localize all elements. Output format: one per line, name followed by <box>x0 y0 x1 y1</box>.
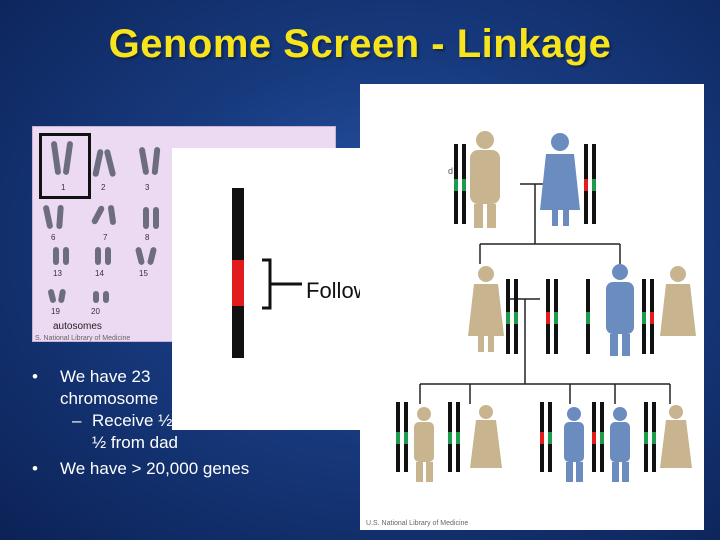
bullet-item-genes: • We have > 20,000 genes <box>28 458 358 480</box>
sub-bullet-text: Receive ½ from mom and <box>92 411 287 430</box>
chromosome <box>57 288 67 304</box>
sub-bullet-text: ½ from dad <box>92 433 178 452</box>
chromosome <box>153 207 159 229</box>
chromosome-1-highlight-box <box>39 133 91 199</box>
chromosome <box>93 291 99 303</box>
pedigree-credit: U.S. National Library of Medicine <box>366 520 469 527</box>
chromosome-number: 14 <box>95 269 104 278</box>
chromosome <box>56 204 64 230</box>
pedigree-lines <box>419 183 671 404</box>
bracket-icon <box>262 258 302 310</box>
chromosome <box>134 246 146 266</box>
chromosome-number: 15 <box>139 269 148 278</box>
bullet-text: We have > 20,000 genes <box>60 459 250 478</box>
pedigree-text-fragment: d <box>448 166 454 176</box>
chromosome <box>107 204 117 226</box>
child-male <box>564 407 584 482</box>
chromosome <box>105 247 111 265</box>
bullet-text: chromosome <box>60 389 159 408</box>
chromosome-number: 20 <box>91 307 100 316</box>
chromosome-number: 6 <box>51 233 56 242</box>
chromosome-number: 2 <box>101 183 106 192</box>
chromosome <box>53 247 59 265</box>
chromosome-pair <box>506 279 654 354</box>
chromosome-number: 7 <box>103 233 108 242</box>
parent-male <box>606 264 634 356</box>
bullet-icon: • <box>32 367 38 386</box>
karyotype-credit: S. National Library of Medicine <box>35 335 131 342</box>
chromosome-pair <box>584 144 596 224</box>
slide-title: Genome Screen - Linkage <box>108 22 612 66</box>
chromosome <box>95 247 101 265</box>
chromosome <box>90 204 106 226</box>
bullet-text: We have 23 <box>60 367 151 386</box>
chromosome <box>92 148 104 178</box>
chromosome-pair <box>454 144 466 224</box>
chromosome <box>103 291 109 303</box>
chromosome <box>146 246 158 266</box>
grandfather <box>470 131 500 228</box>
chromosome <box>138 146 150 176</box>
parent-female <box>660 266 696 336</box>
child-male <box>610 407 630 482</box>
chromosome <box>151 146 161 176</box>
chromosome-pair <box>396 402 656 472</box>
grandmother <box>540 133 580 226</box>
dash-icon: – <box>72 411 82 430</box>
chromosome <box>103 148 117 178</box>
bullet-icon: • <box>32 459 38 478</box>
sub-bullet-item: – Receive ½ from mom and ½ from dad <box>28 410 358 454</box>
parent-female <box>468 266 504 352</box>
child-female <box>660 405 692 468</box>
autosomes-label: autosomes <box>53 321 102 332</box>
chromosome-number: 19 <box>51 307 60 316</box>
bullet-list: • We have 23 chromosome – Receive ½ from… <box>28 366 358 480</box>
chromosome-number: 13 <box>53 269 62 278</box>
chromosome <box>42 204 54 230</box>
chromosome <box>143 207 149 229</box>
chromosome <box>63 247 69 265</box>
chromosome-number: 3 <box>145 183 150 192</box>
bullet-item-chromosomes: • We have 23 chromosome <box>28 366 358 410</box>
chromosome <box>47 288 57 304</box>
linked-region-highlight <box>232 260 244 306</box>
pedigree-diagram <box>396 131 696 482</box>
child-male <box>414 407 434 482</box>
chromosome-number: 8 <box>145 233 150 242</box>
chromosome-number: 1 <box>61 183 66 192</box>
child-female <box>470 405 502 468</box>
pedigree-image: d <box>360 84 704 530</box>
